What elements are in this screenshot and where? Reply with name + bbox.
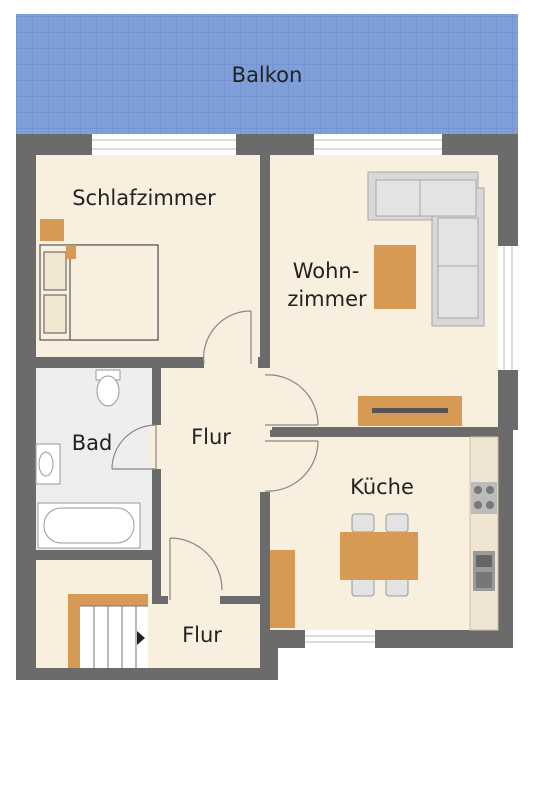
chair-icon	[351, 513, 409, 597]
window-icon	[92, 134, 236, 155]
label-flur-lower: Flur	[182, 623, 222, 647]
stove-icon	[471, 482, 497, 514]
balcony-area	[16, 14, 518, 134]
kitchen-sink-icon	[473, 551, 495, 591]
dining-table-icon	[340, 532, 418, 580]
room-flur-upper	[161, 368, 260, 596]
label-wohnzimmer-line2: zimmer	[287, 287, 367, 311]
nightstand	[66, 245, 76, 259]
tv-board-icon	[358, 396, 462, 426]
label-wohnzimmer-line1: Wohn-	[293, 259, 360, 283]
kitchen-counter	[469, 436, 499, 631]
kitchen-cabinet	[270, 550, 295, 628]
coffee-table-icon	[374, 245, 416, 309]
door-swing-icon	[111, 424, 157, 470]
label-kueche: Küche	[350, 475, 414, 499]
window-icon	[314, 134, 442, 155]
room-flur-lower	[148, 604, 260, 668]
bed-icon	[39, 244, 159, 341]
label-bad: Bad	[72, 431, 113, 455]
sink-icon	[35, 443, 61, 485]
bathtub-icon	[37, 502, 141, 549]
label-schlafzimmer: Schlafzimmer	[72, 186, 216, 210]
stairs-icon	[68, 594, 148, 668]
label-balkon: Balkon	[232, 63, 303, 87]
nightstand	[40, 219, 64, 241]
label-flur-upper: Flur	[191, 425, 231, 449]
door-swing-icon	[264, 440, 319, 492]
window-icon	[498, 246, 518, 370]
door-swing-icon	[264, 374, 319, 426]
toilet-icon	[95, 369, 121, 407]
door-swing-icon	[203, 310, 252, 365]
door-swing-icon	[169, 537, 223, 600]
window-icon	[305, 630, 375, 648]
sofa-icon	[367, 171, 485, 327]
